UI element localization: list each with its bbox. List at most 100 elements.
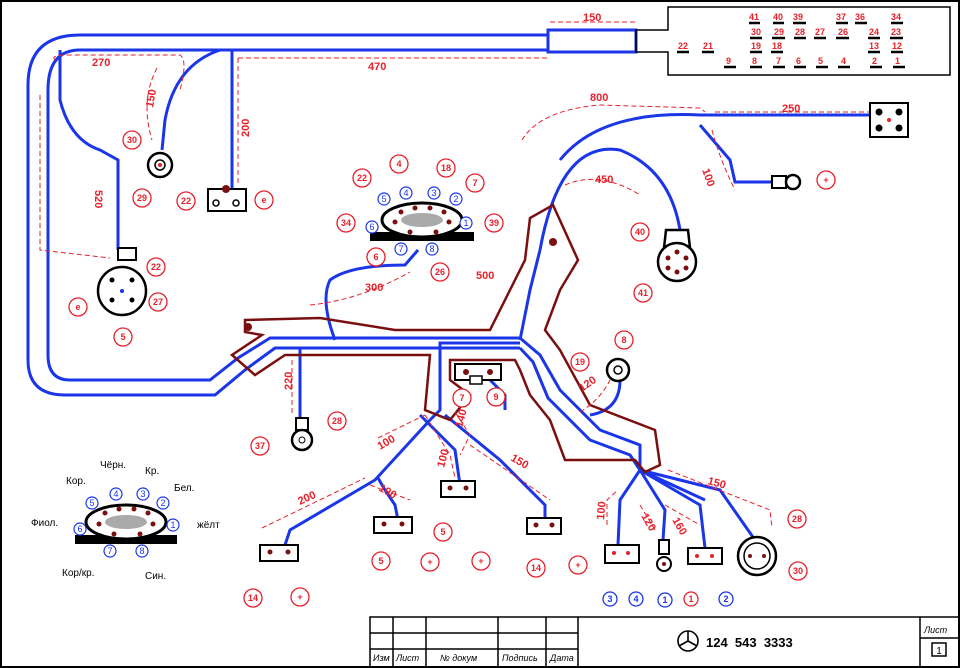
small-connector-1-2 xyxy=(687,547,723,565)
fuse-pin-label: 12 xyxy=(892,41,902,51)
round-connector-19-8 xyxy=(605,357,631,383)
round-connector-28-30 xyxy=(736,535,778,577)
legend-pin-label: 3 xyxy=(140,489,145,499)
tb-col-podpis: Подпись xyxy=(502,653,538,663)
oval-connector-center xyxy=(370,201,474,241)
mercedes-star-icon xyxy=(677,630,699,652)
dim-label: 100 xyxy=(377,482,399,502)
callout-label: 27 xyxy=(153,297,163,307)
callout-label: 28 xyxy=(792,514,802,524)
callout-circle xyxy=(146,257,166,277)
tb-col-dokum: № докум xyxy=(440,653,477,663)
callout-label: 6 xyxy=(373,252,378,262)
small-connector-14 xyxy=(259,544,299,562)
dim-label: 150 xyxy=(509,452,531,472)
fuse-pin-label: 9 xyxy=(726,56,731,66)
red-pin-circle xyxy=(683,591,699,607)
callout-circle xyxy=(465,173,485,193)
callout-label: 7 xyxy=(472,178,477,188)
callout-label: 5 xyxy=(440,527,445,537)
legend-pin-label: 2 xyxy=(160,498,165,508)
oval-pin-label: 6 xyxy=(369,222,374,232)
callout-label: 19 xyxy=(575,357,585,367)
callout-circle xyxy=(243,588,263,608)
dim-label: 150 xyxy=(583,12,601,24)
callout-label: + xyxy=(823,175,828,185)
oval-pin-circles xyxy=(73,186,473,558)
callout-label: + xyxy=(478,556,483,566)
callout-circle xyxy=(570,352,590,372)
callout-label: 22 xyxy=(181,196,191,206)
legend-color-brown-red: Кор/кр. xyxy=(62,568,94,579)
fuse-pin-label: 21 xyxy=(703,41,713,51)
callout-circle xyxy=(614,330,634,350)
callout-circle xyxy=(122,130,142,150)
dim-label: 200 xyxy=(240,119,252,137)
tb-col-izm: Изм xyxy=(373,653,390,663)
legend-color-violet: Фиол. xyxy=(31,518,58,529)
oval-pin-label: 3 xyxy=(431,188,436,198)
callout-circle xyxy=(630,222,650,242)
dim-label: 120 xyxy=(577,374,599,394)
callout-circle xyxy=(176,191,196,211)
main-harness-blue xyxy=(26,33,870,549)
callout-circle xyxy=(327,411,347,431)
callout-label: 40 xyxy=(635,227,645,237)
inline-connector-1 xyxy=(656,539,672,572)
callout-circle xyxy=(389,154,409,174)
callout-circle xyxy=(352,168,372,188)
dim-label: 450 xyxy=(595,174,613,186)
callout-circle xyxy=(568,555,588,575)
legend-color-black: Чёрн. xyxy=(100,460,126,471)
oval-pin-label: 2 xyxy=(453,194,458,204)
fuse-pin-label: 41 xyxy=(749,12,759,22)
harness-terminal-dot xyxy=(244,323,252,331)
fuse-pin-label: 28 xyxy=(795,27,805,37)
callouts xyxy=(68,130,836,608)
title-block xyxy=(369,616,960,668)
callout-circle xyxy=(787,509,807,529)
callout-circle xyxy=(132,188,152,208)
callout-label: 18 xyxy=(441,163,451,173)
fuse-pin-label: 22 xyxy=(678,41,688,51)
dim-label: 100 xyxy=(699,167,717,188)
callout-circle xyxy=(290,587,310,607)
callout-circle xyxy=(113,327,133,347)
two-pin-connector-22 xyxy=(207,185,247,212)
callout-circle xyxy=(420,552,440,572)
legend-pin-label: 1 xyxy=(170,520,175,530)
fuse-block-row4: 9 8 7 6 5 4 2 1 xyxy=(726,56,900,66)
callout-circle xyxy=(371,551,391,571)
callout-label: 34 xyxy=(341,218,351,228)
callout-label: 7 xyxy=(459,393,464,403)
blue-pin-label: 2 xyxy=(723,594,728,604)
fuse-pin-label: 30 xyxy=(751,27,761,37)
fuse-block-row3: 22 21 19 18 13 12 xyxy=(678,41,902,51)
dim-label: 120 xyxy=(638,512,658,534)
callout-label: + xyxy=(575,560,580,570)
callout-label: + xyxy=(297,592,302,602)
small-connector-14b xyxy=(526,517,562,535)
dim-label: 470 xyxy=(368,61,386,73)
fuse-pin-label: 18 xyxy=(772,41,782,51)
fuse-block: 41 40 39 37 36 34 30 29 28 27 26 24 23 2… xyxy=(546,6,951,76)
callout-label: 4 xyxy=(396,159,401,169)
legend-pin-label: 6 xyxy=(77,524,82,534)
dim-label: 100 xyxy=(595,501,609,520)
round-connector-37-28 xyxy=(290,417,314,452)
callout-circle xyxy=(366,247,386,267)
legend-pin-label: 7 xyxy=(107,546,112,556)
callout-label: 28 xyxy=(332,416,342,426)
dim-label: 140 xyxy=(453,408,469,429)
round-connector-left xyxy=(96,247,148,317)
callout-label: e xyxy=(261,195,266,205)
callout-circle xyxy=(148,292,168,312)
callout-label: 5 xyxy=(120,332,125,342)
dim-label: 220 xyxy=(283,372,295,390)
fuse-block-row1: 41 40 39 37 36 34 xyxy=(749,12,901,22)
callout-label: 22 xyxy=(151,262,161,272)
callout-circle xyxy=(486,387,506,407)
blue-pin-label: 4 xyxy=(633,594,638,604)
callout-circle xyxy=(336,213,356,233)
small-connector-5b xyxy=(440,480,476,498)
